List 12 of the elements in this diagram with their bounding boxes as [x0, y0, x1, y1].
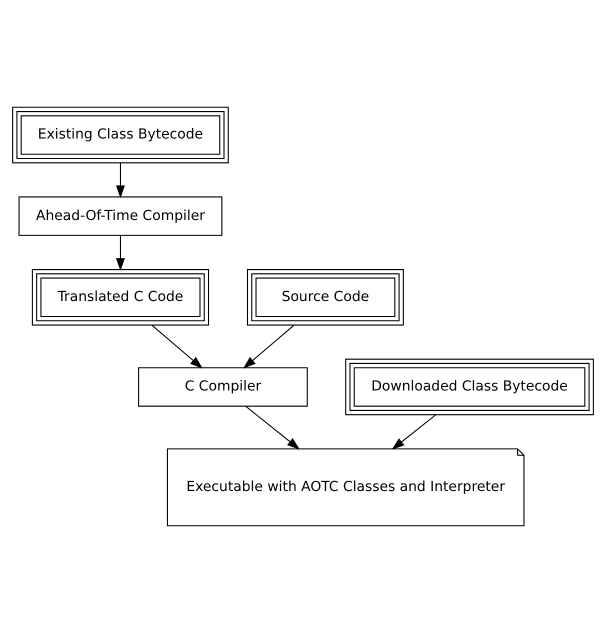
node-box: C Compiler: [138, 366, 308, 406]
arrow: [116, 162, 125, 198]
node-box: Downloaded Class Bytecode: [345, 358, 594, 415]
arrow: [151, 324, 203, 368]
arrow: [392, 414, 436, 450]
node-box: Existing Class Bytecode: [12, 106, 229, 163]
arrow: [243, 324, 294, 368]
arrow: [116, 235, 125, 270]
node-box: Source Code: [246, 268, 404, 326]
arrow: [245, 405, 300, 450]
node-box: Ahead-Of-Time Compiler: [18, 196, 222, 236]
node-box: Translated C Code: [32, 268, 210, 326]
